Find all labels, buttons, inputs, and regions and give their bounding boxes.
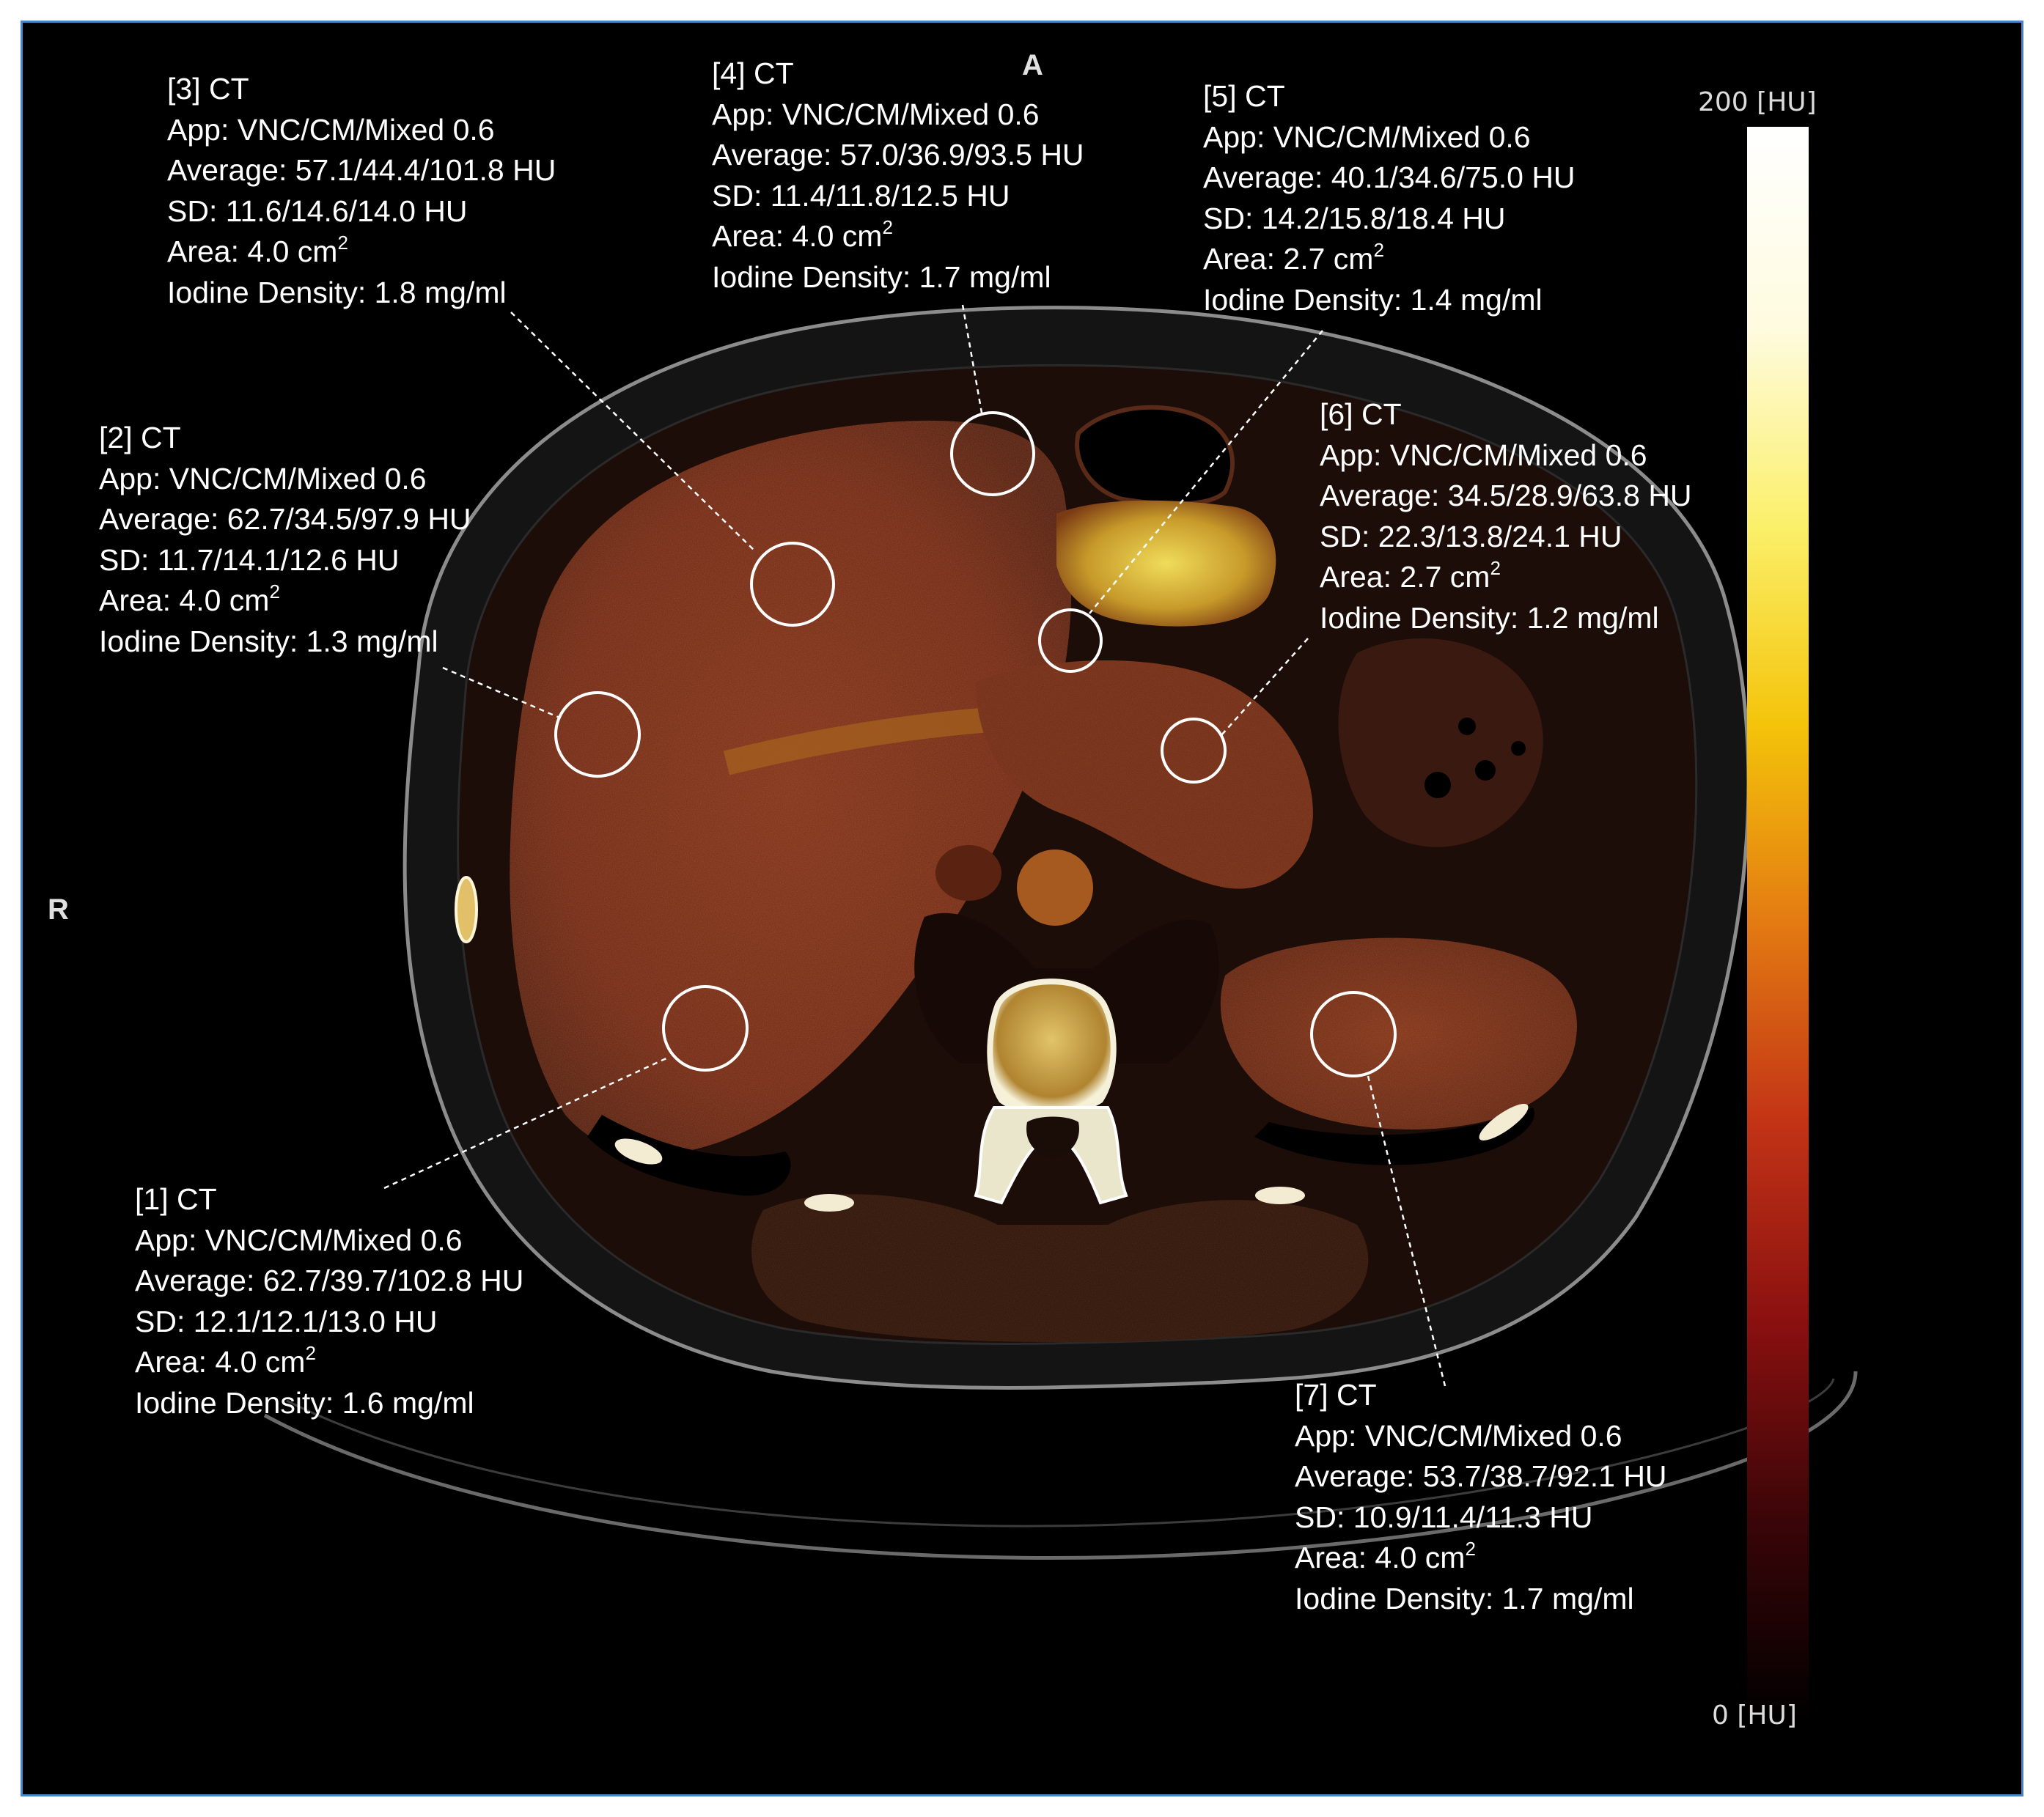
roi-iodine-density: Iodine Density: 1.7 mg/ml [712, 259, 1051, 294]
leader-line-5 [1089, 330, 1323, 614]
roi-iodine-density: Iodine Density: 1.2 mg/ml [1320, 600, 1659, 635]
roi-average: Average: 62.7/39.7/102.8 HU [135, 1264, 524, 1297]
roi-area: Area: 4.0 cm2 [167, 232, 348, 268]
roi-label-6: [6] CT App: VNC/CM/Mixed 0.6 Average: 34… [1320, 394, 1692, 638]
stomach [1056, 500, 1276, 627]
orientation-anterior: A [1022, 49, 1043, 81]
ct-axial-slice [263, 304, 1858, 1560]
roi-app: App: VNC/CM/Mixed 0.6 [167, 112, 495, 147]
ivc [935, 845, 1001, 901]
roi-average: Average: 40.1/34.6/75.0 HU [1203, 161, 1576, 194]
stomach-gas [1075, 405, 1235, 506]
roi-circle-7[interactable] [1310, 991, 1397, 1077]
roi-iodine-density: Iodine Density: 1.6 mg/ml [135, 1385, 474, 1420]
paraspinal-texture [751, 1194, 1369, 1342]
roi-area: Area: 4.0 cm2 [712, 216, 893, 253]
roi-iodine-density: Iodine Density: 1.8 mg/ml [167, 275, 507, 309]
roi-sd: SD: 11.4/11.8/12.5 HU [712, 178, 1010, 213]
roi-circle-4[interactable] [950, 411, 1035, 496]
bowel [1338, 638, 1543, 847]
roi-circle-6[interactable] [1161, 718, 1227, 784]
hu-colorbar [1729, 127, 1809, 1721]
orientation-right: R [48, 893, 69, 926]
roi-app: App: VNC/CM/Mixed 0.6 [99, 461, 427, 495]
bowel-gas [1458, 718, 1476, 735]
roi-app: App: VNC/CM/Mixed 0.6 [1295, 1418, 1622, 1453]
roi-average: Average: 57.0/36.9/93.5 HU [712, 138, 1084, 172]
roi-app: App: VNC/CM/Mixed 0.6 [135, 1223, 463, 1257]
roi-label-7: [7] CT App: VNC/CM/Mixed 0.6 Average: 53… [1295, 1375, 1667, 1619]
roi-app: App: VNC/CM/Mixed 0.6 [712, 97, 1040, 131]
ct-image-panel: A R [1] CT App: VNC/CM/Mixed 0.6 Average… [21, 21, 2023, 1796]
bowel-gas [1424, 772, 1451, 798]
colorbar-min-label: 0 [HU] [1712, 1700, 1797, 1731]
roi-area: Area: 4.0 cm2 [1295, 1538, 1476, 1574]
spleen-texture [1220, 937, 1577, 1129]
lung-base-left [1254, 1107, 1534, 1165]
bowel-gas [1511, 741, 1526, 756]
rib [1255, 1187, 1305, 1204]
roi-sd: SD: 22.3/13.8/24.1 HU [1320, 519, 1622, 553]
roi-sd: SD: 14.2/15.8/18.4 HU [1203, 201, 1506, 235]
rib [455, 876, 478, 943]
rib [614, 1138, 663, 1165]
roi-average: Average: 57.1/44.4/101.8 HU [167, 153, 556, 187]
roi-id: [2] CT [99, 421, 181, 454]
roi-id: [6] CT [1320, 397, 1402, 431]
roi-area: Area: 2.7 cm2 [1320, 557, 1501, 594]
leader-line-6 [1221, 638, 1309, 736]
roi-area: Area: 2.7 cm2 [1203, 239, 1384, 276]
roi-label-5: [5] CT App: VNC/CM/Mixed 0.6 Average: 40… [1203, 76, 1576, 320]
colorbar-max-label: 200 [HU] [1698, 87, 1817, 117]
roi-sd: SD: 11.6/14.6/14.0 HU [167, 194, 468, 228]
vertebral-body [987, 978, 1117, 1114]
liver-texture [510, 420, 1072, 1154]
roi-iodine-density: Iodine Density: 1.3 mg/ml [99, 624, 438, 658]
lung-base-right [587, 1115, 791, 1196]
leader-line-1 [383, 1056, 669, 1190]
roi-area: Area: 4.0 cm2 [135, 1342, 316, 1379]
roi-circle-3[interactable] [750, 542, 835, 627]
roi-iodine-density: Iodine Density: 1.7 mg/ml [1295, 1581, 1634, 1615]
roi-iodine-density: Iodine Density: 1.4 mg/ml [1203, 282, 1543, 317]
roi-sd: SD: 12.1/12.1/13.0 HU [135, 1304, 438, 1338]
roi-id: [5] CT [1203, 79, 1285, 113]
roi-average: Average: 62.7/34.5/97.9 HU [99, 502, 471, 536]
roi-average: Average: 53.7/38.7/92.1 HU [1295, 1459, 1667, 1493]
roi-circle-2[interactable] [554, 691, 641, 778]
roi-average: Average: 34.5/28.9/63.8 HU [1320, 479, 1692, 512]
leader-line-2 [442, 666, 560, 719]
rib [804, 1194, 854, 1212]
roi-id: [4] CT [712, 56, 794, 90]
aorta [1017, 849, 1093, 926]
roi-label-4: [4] CT App: VNC/CM/Mixed 0.6 Average: 57… [712, 54, 1084, 298]
roi-app: App: VNC/CM/Mixed 0.6 [1203, 119, 1531, 154]
roi-circle-1[interactable] [662, 985, 749, 1072]
roi-id: [3] CT [167, 72, 249, 106]
pancreas-texture [976, 660, 1313, 889]
roi-sd: SD: 11.7/14.1/12.6 HU [99, 542, 400, 577]
colorbar-gradient [1747, 127, 1809, 1721]
roi-label-2: [2] CT App: VNC/CM/Mixed 0.6 Average: 62… [99, 418, 471, 662]
bowel-gas [1475, 760, 1496, 781]
roi-circle-5[interactable] [1038, 608, 1103, 673]
roi-area: Area: 4.0 cm2 [99, 581, 280, 617]
roi-label-1: [1] CT App: VNC/CM/Mixed 0.6 Average: 62… [135, 1179, 523, 1423]
spinal-canal [1026, 1116, 1079, 1157]
roi-app: App: VNC/CM/Mixed 0.6 [1320, 438, 1647, 472]
roi-label-3: [3] CT App: VNC/CM/Mixed 0.6 Average: 57… [167, 69, 556, 313]
rib [1479, 1104, 1529, 1140]
roi-id: [1] CT [135, 1182, 217, 1216]
roi-id: [7] CT [1295, 1378, 1377, 1412]
roi-sd: SD: 10.9/11.4/11.3 HU [1295, 1500, 1593, 1534]
